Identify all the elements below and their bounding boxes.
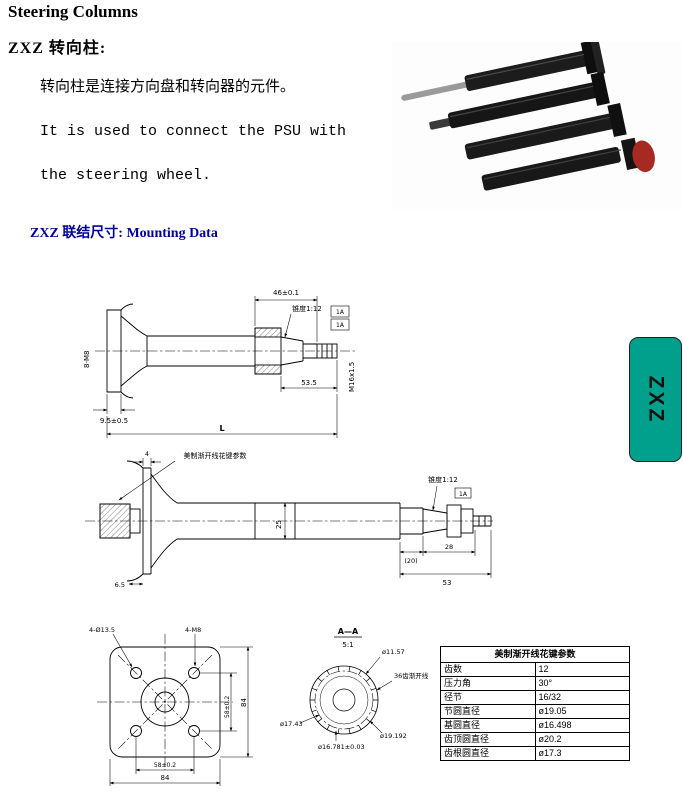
table-title-row: 美制渐开线花键参数 bbox=[440, 646, 630, 663]
tolerance-frame-a: 1A bbox=[336, 309, 345, 316]
dimensions-spline: ø11.57 36齿渐开线 ø17.43 ø16.781±0.03 ø19.19… bbox=[280, 648, 429, 751]
drawing-column-upper-view: 46±0.1 锥度1:12 1A 1A 53.5 M16x1.5 9.5±0.5… bbox=[83, 289, 356, 438]
spline-parameter-table: 美制渐开线花键参数 齿数 12 压力角 30° 径节 16/32 节圆直径 ø1… bbox=[440, 646, 630, 761]
param-value: ø20.2 bbox=[534, 732, 630, 747]
section-tab-label: ZXZ bbox=[644, 375, 668, 424]
dimensions-flange: 4-Ø13.5 4-M8 58±0.2 84 58±0.2 84 bbox=[89, 626, 253, 786]
table-row: 齿顶圆直径 ø20.2 bbox=[440, 732, 630, 747]
spline-profile bbox=[309, 665, 379, 735]
intro-line-en-1: It is used to connect the PSU with bbox=[40, 123, 347, 140]
intro-line-zh: 转向柱是连接方向盘和转向器的元件。 bbox=[40, 79, 296, 96]
dim-53-5: 53.5 bbox=[301, 379, 317, 387]
param-value: 12 bbox=[534, 662, 630, 677]
intro-line-en-2: the steering wheel. bbox=[40, 167, 212, 184]
dim-d2: ø17.43 bbox=[280, 720, 303, 728]
param-value: ø16.498 bbox=[534, 718, 630, 733]
param-label: 节圆直径 bbox=[440, 704, 536, 719]
dim-28: 28 bbox=[445, 543, 453, 551]
spline-table-title: 美制渐开线花键参数 bbox=[440, 646, 630, 663]
dim-84-horizontal: 84 bbox=[161, 774, 170, 782]
drawing-column-lower-view: 美制渐开线花键参数 4 25 锥度1:12 1A (20) 28 53 6.5 bbox=[85, 450, 493, 589]
dimensions-lower: 美制渐开线花键参数 4 25 锥度1:12 1A (20) 28 53 6.5 bbox=[115, 450, 492, 589]
table-row: 齿根圆直径 ø17.3 bbox=[440, 746, 630, 761]
param-value: ø17.3 bbox=[534, 746, 630, 761]
table-row: 齿数 12 bbox=[440, 662, 630, 677]
red-flange bbox=[632, 140, 655, 173]
dim-20: (20) bbox=[404, 557, 417, 565]
taper-label: 锥度1:12 bbox=[292, 304, 322, 313]
dim-58-horizontal: 58±0.2 bbox=[154, 762, 176, 769]
param-label: 齿数 bbox=[440, 662, 536, 677]
holes-callout-a: 4-Ø13.5 bbox=[89, 626, 115, 634]
dim-4: 4 bbox=[145, 450, 149, 458]
dim-53: 53 bbox=[443, 579, 452, 587]
holes-callout-b: 4-M8 bbox=[185, 626, 201, 634]
section-label: A—A bbox=[338, 627, 359, 636]
model-heading: ZXZ 转向柱: bbox=[8, 40, 107, 57]
table-row: 径节 16/32 bbox=[440, 690, 630, 705]
tolerance-frame-lower: 1A bbox=[459, 491, 468, 498]
param-label: 齿顶圆直径 bbox=[440, 732, 536, 747]
param-label: 压力角 bbox=[440, 676, 536, 691]
dim-L: L bbox=[219, 424, 224, 433]
teeth-note: 36齿渐开线 bbox=[394, 671, 429, 680]
param-value: 16/32 bbox=[534, 690, 630, 705]
mounting-data-heading: ZXZ 联结尺寸: Mounting Data bbox=[30, 226, 218, 241]
flange-centerlines bbox=[97, 634, 233, 770]
dimensions-upper: 46±0.1 锥度1:12 1A 1A 53.5 M16x1.5 9.5±0.5… bbox=[83, 289, 356, 438]
bolt-callout: 8-M8 bbox=[83, 351, 91, 368]
drawing-flange-face: 4-Ø13.5 4-M8 58±0.2 84 58±0.2 84 bbox=[89, 626, 253, 786]
tolerance-frame-b: 1A bbox=[336, 322, 345, 329]
param-label: 基圆直径 bbox=[440, 718, 536, 733]
steering-columns-photo-group bbox=[401, 42, 655, 191]
section-tab-zxz: ZXZ bbox=[629, 337, 682, 462]
table-row: 基圆直径 ø16.498 bbox=[440, 718, 630, 733]
dim-58-vertical: 58±0.2 bbox=[224, 696, 231, 718]
param-label: 径节 bbox=[440, 690, 536, 705]
taper-label-lower: 锥度1:12 bbox=[428, 475, 458, 484]
dim-9-5: 9.5±0.5 bbox=[100, 417, 128, 425]
page-title: Steering Columns bbox=[8, 2, 138, 21]
dim-d1: ø11.57 bbox=[382, 648, 405, 656]
param-value: ø19.05 bbox=[534, 704, 630, 719]
dim-84-vertical: 84 bbox=[240, 698, 248, 707]
table-row: 节圆直径 ø19.05 bbox=[440, 704, 630, 719]
dim-d4: ø19.192 bbox=[380, 732, 407, 740]
thread-label: M16x1.5 bbox=[348, 362, 356, 392]
drawing-spline-section: A—A 5:1 ø11.57 36齿渐开线 ø17.43 ø16.781±0.0… bbox=[280, 627, 429, 751]
dim-46: 46±0.1 bbox=[273, 289, 299, 297]
dim-25: 25 bbox=[275, 520, 283, 529]
product-photo bbox=[392, 42, 681, 210]
dim-6-5: 6.5 bbox=[115, 581, 125, 589]
dim-d3: ø16.781±0.03 bbox=[318, 743, 365, 751]
param-value: 30° bbox=[534, 676, 630, 691]
param-label: 齿根圆直径 bbox=[440, 746, 536, 761]
table-row: 压力角 30° bbox=[440, 676, 630, 691]
spline-callout: 美制渐开线花键参数 bbox=[184, 451, 247, 460]
intro-paragraph: 转向柱是连接方向盘和转向器的元件。 It is used to connect … bbox=[40, 66, 346, 198]
scale-label: 5:1 bbox=[342, 641, 353, 649]
